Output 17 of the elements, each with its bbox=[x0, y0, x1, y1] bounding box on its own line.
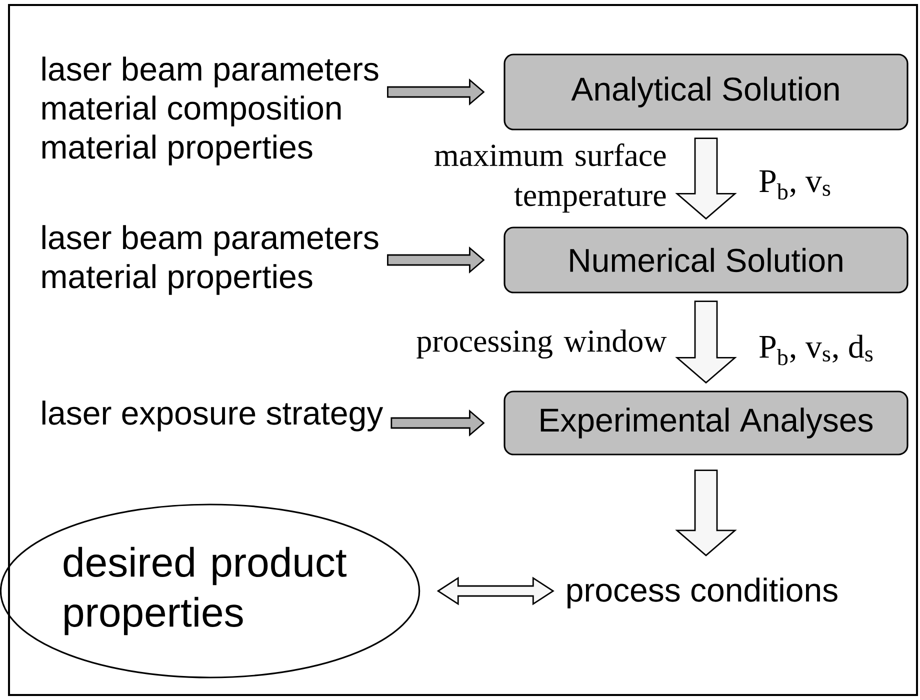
input-text: process conditions bbox=[567, 578, 838, 608]
block-arrow bbox=[387, 78, 485, 106]
input-text: laser beam parameters material properties bbox=[42, 225, 378, 295]
edge-label: maximum surface temperature bbox=[434, 143, 666, 213]
block-arrow bbox=[387, 246, 485, 274]
input-text: laser exposure strategy bbox=[42, 400, 384, 432]
block-arrow bbox=[675, 470, 737, 556]
edge-label: processing window bbox=[416, 329, 667, 359]
process-box: Numerical Solution bbox=[504, 226, 908, 294]
block-arrow bbox=[675, 300, 737, 384]
process-box: Experimental Analyses bbox=[504, 390, 908, 456]
input-text: laser beam parameters material composition material properties bbox=[42, 56, 378, 166]
parameter-label: P$_{b}$, v$_{s}$, d$_{s}$ bbox=[760, 334, 873, 366]
process-box: Analytical Solution bbox=[504, 54, 908, 130]
block-arrow bbox=[675, 138, 737, 220]
block-arrow bbox=[390, 409, 485, 437]
parameter-label: P$_{b}$, v$_{s}$ bbox=[760, 170, 830, 200]
